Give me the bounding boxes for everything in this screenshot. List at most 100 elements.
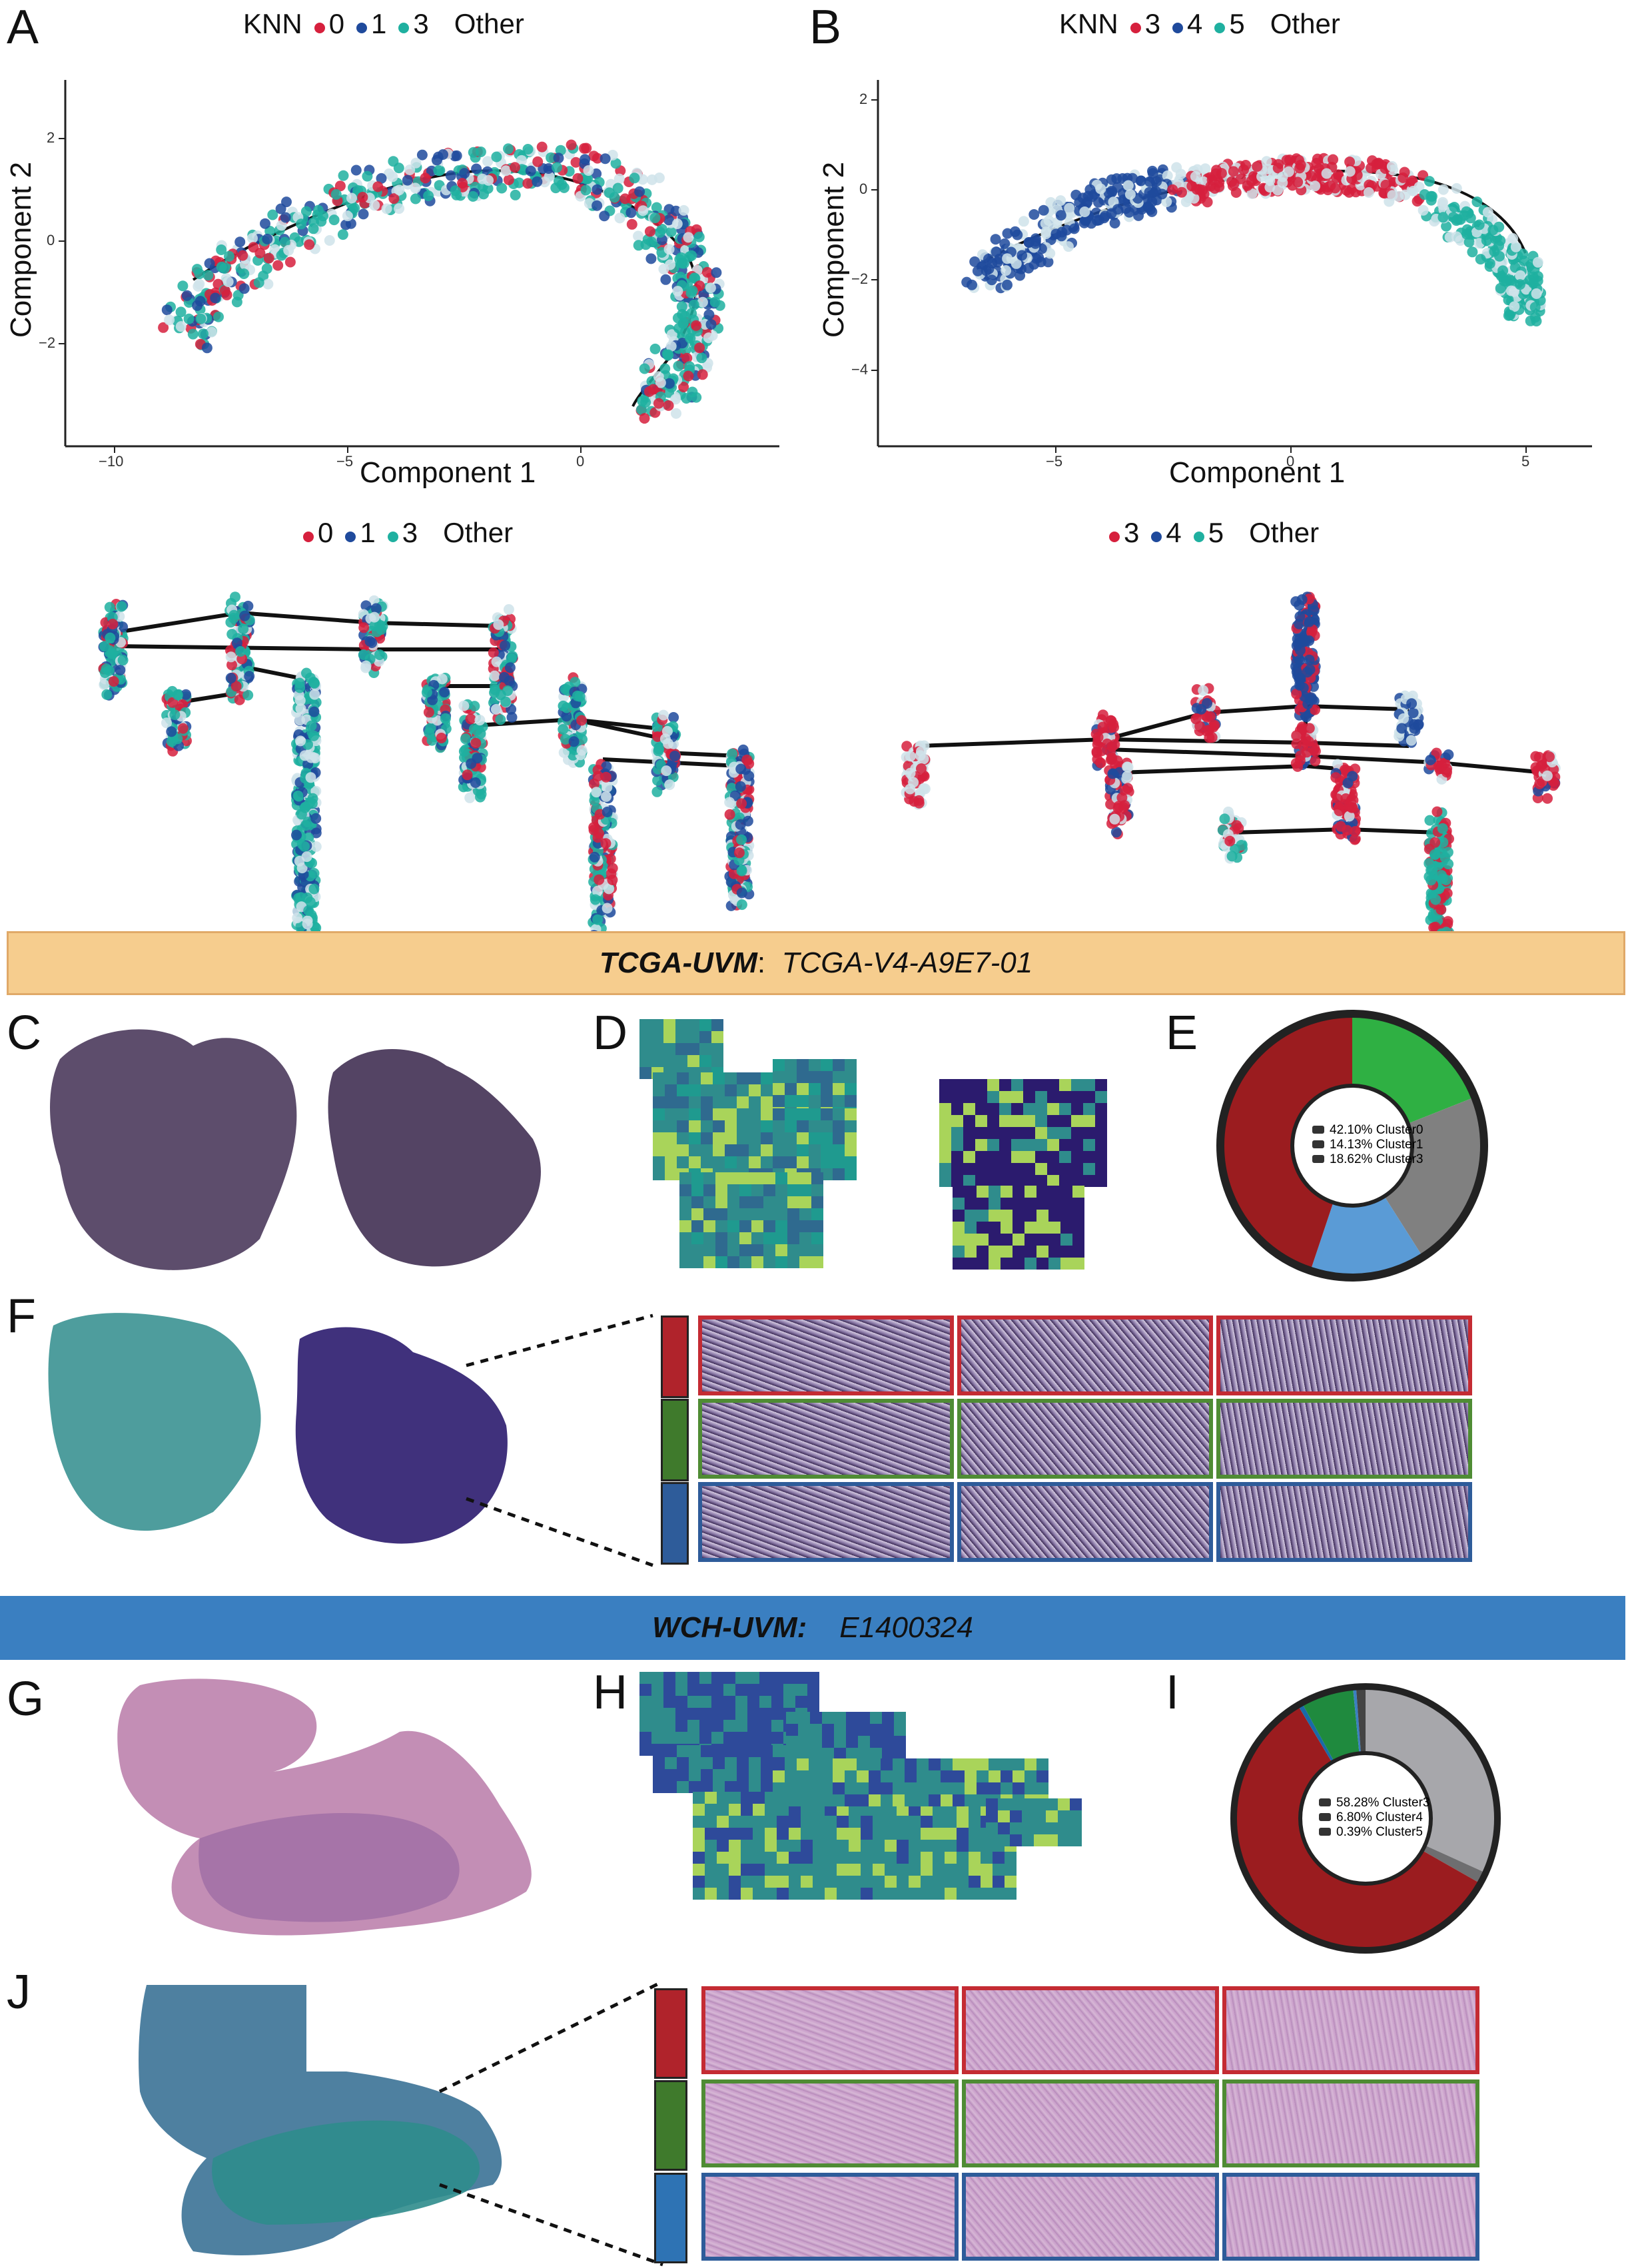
scatter-point (181, 689, 192, 700)
heatmap-cell (1036, 1782, 1048, 1794)
heatmap-cell (811, 1208, 823, 1220)
heatmap-cell (969, 1876, 981, 1888)
heatmap-cell (873, 1816, 885, 1828)
heatmap-cell (1071, 1175, 1083, 1187)
scatter-point (1441, 767, 1452, 778)
heatmap-cell (953, 1782, 965, 1794)
scatter-point (580, 154, 591, 165)
heatmap-cell (677, 1108, 689, 1120)
heatmap-cell (933, 1876, 945, 1888)
scatter-point (678, 382, 689, 392)
scatter-point (1112, 755, 1123, 767)
heatmap-cell (909, 1852, 921, 1864)
heatmap-cell (639, 1672, 651, 1684)
heatmap-cell (689, 1096, 701, 1108)
heatmap-cell (1024, 1770, 1036, 1782)
heatmap-cell (917, 1770, 929, 1782)
heatmap-cell (751, 1232, 763, 1244)
scatter-point (312, 204, 324, 216)
scatter-point (394, 185, 405, 196)
heatmap-cell (723, 1696, 735, 1708)
heatmap-cell (665, 1144, 677, 1156)
y-axis-title-b: Component 2 (817, 161, 851, 338)
scatter-point (1015, 270, 1026, 281)
scatter-point (1205, 181, 1216, 192)
scatter-point (276, 220, 287, 231)
scatter-point (1475, 254, 1486, 265)
heatmap-cell (953, 1794, 965, 1806)
cluster-swatch-red (654, 1988, 687, 2079)
scatter-point (1347, 771, 1358, 782)
heatmap-cell (885, 1816, 897, 1828)
heatmap-cell (717, 1852, 729, 1864)
heatmap-cell (833, 1758, 845, 1770)
heatmap-cell (858, 1748, 870, 1760)
scatter-point (736, 798, 747, 809)
scatter-point (416, 149, 428, 161)
scatter-point (337, 229, 348, 240)
heatmap-cell (677, 1144, 689, 1156)
heatmap-cell (861, 1840, 873, 1852)
heatmap-cell (987, 1175, 999, 1187)
heatmap-cell (811, 1256, 823, 1268)
scatter-point (1018, 216, 1029, 227)
heatmap-cell (811, 1172, 823, 1184)
heatmap-cell (965, 1222, 977, 1234)
heatmap-cell (786, 1712, 798, 1724)
heatmap-cell (810, 1712, 822, 1724)
heatmap-cell (1034, 1810, 1046, 1822)
histology-tile (698, 1399, 954, 1479)
scatter-point (1533, 751, 1545, 763)
heatmap-cell (727, 1244, 739, 1256)
scatter-point (260, 218, 270, 229)
heatmap-cell (963, 1127, 975, 1139)
heatmap-cell (689, 1072, 701, 1084)
heatmap-cell (1072, 1222, 1084, 1234)
heatmap-cell (759, 1672, 771, 1684)
legend-dot (1130, 23, 1141, 33)
scatter-point (1272, 163, 1284, 174)
heatmap-cell (775, 1256, 787, 1268)
x-tick: −10 (99, 453, 124, 470)
heatmap-cell (893, 1794, 905, 1806)
heatmap-cell (689, 1781, 701, 1793)
heatmap-cell (737, 1096, 749, 1108)
scatter-point (1109, 739, 1120, 750)
heatmap-cell (753, 1876, 765, 1888)
scatter-point (1096, 745, 1107, 757)
scatter-point (1308, 605, 1320, 616)
heatmap-cell (1013, 1770, 1024, 1782)
scatter-point (247, 232, 258, 244)
scatter-point (645, 253, 657, 264)
heatmap-cell (777, 1876, 789, 1888)
heatmap-cell (701, 1096, 713, 1108)
scatter-point (908, 777, 919, 788)
spatial-heatmap-h (639, 1672, 1082, 1900)
heatmap-cell (797, 1071, 809, 1083)
heatmap-cell (813, 1840, 825, 1852)
scatter-point (423, 190, 434, 201)
heatmap-cell (773, 1144, 785, 1156)
scatter-point (1106, 185, 1118, 196)
heatmap-cell (846, 1748, 858, 1760)
scatter-point (230, 591, 240, 603)
heatmap-cell (801, 1888, 813, 1900)
scatter-point (324, 235, 335, 246)
scatter-point (663, 378, 675, 389)
heatmap-cell (951, 1163, 963, 1175)
heatmap-cell (795, 1672, 807, 1684)
heatmap-cell (715, 1256, 727, 1268)
heatmap-cell (858, 1724, 870, 1736)
scatter-point (1109, 218, 1120, 228)
heatmap-cell (861, 1828, 873, 1840)
heatmap-cell (977, 1186, 989, 1198)
scatter-point (1505, 285, 1517, 296)
heatmap-cell (785, 1095, 797, 1107)
heatmap-cell (821, 1168, 833, 1180)
heatmap-cell (799, 1220, 811, 1232)
scatter-point (107, 648, 118, 659)
heatmap-cell (765, 1876, 777, 1888)
heatmap-cell (701, 1120, 713, 1132)
panel-letter-j: J (7, 1966, 31, 2019)
heatmap-cell (739, 1232, 751, 1244)
